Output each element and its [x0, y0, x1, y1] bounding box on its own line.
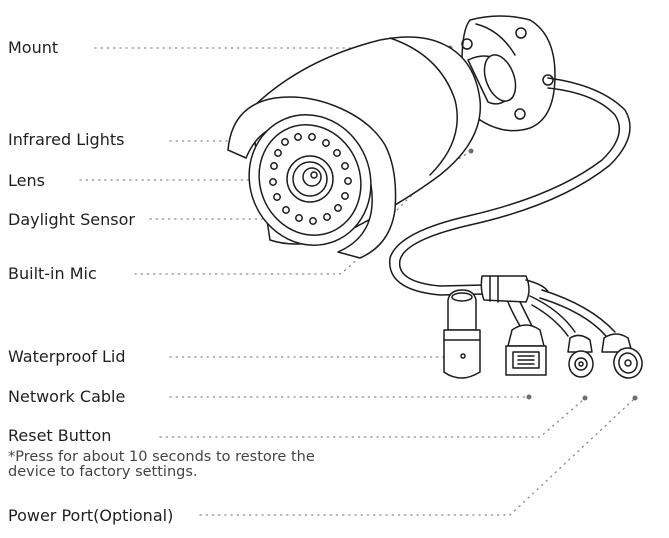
leader-dot-reset	[582, 395, 588, 401]
reset-note-line1: *Press for about 10 seconds to restore t…	[8, 449, 315, 465]
lens	[286, 155, 334, 203]
label-infrared-lights: Infrared Lights	[8, 130, 125, 149]
label-power-port: Power Port(Optional)	[8, 506, 174, 525]
leader-dot-mic	[468, 148, 474, 154]
label-waterproof-lid: Waterproof Lid	[8, 347, 126, 366]
leader-dot-power	[632, 395, 638, 401]
label-reset-button: Reset Button	[8, 426, 112, 445]
camera-body	[227, 36, 482, 259]
label-lens: Lens	[8, 171, 45, 190]
leader-power	[199, 399, 634, 516]
infrared-led-ring	[269, 133, 352, 225]
label-mount: Mount	[8, 38, 59, 57]
waterproof-lid	[443, 289, 481, 379]
leader-dot-network	[526, 394, 532, 400]
reset-note-line2: device to factory settings.	[8, 464, 198, 480]
power-connector	[601, 333, 643, 379]
label-daylight-sensor: Daylight Sensor	[8, 210, 135, 229]
mount-screw-2	[515, 27, 527, 39]
mount-base	[461, 15, 556, 132]
camera-cable	[389, 77, 631, 296]
network-connector	[505, 324, 547, 376]
mount-screw-1	[461, 38, 473, 50]
leader-reset	[159, 399, 584, 438]
reset-connector	[567, 334, 594, 378]
label-built-in-mic: Built-in Mic	[8, 264, 97, 283]
connector-hub	[480, 275, 616, 337]
mount-screw-4	[542, 74, 554, 86]
label-network-cable: Network Cable	[8, 387, 126, 406]
mount-screw-3	[514, 108, 526, 120]
